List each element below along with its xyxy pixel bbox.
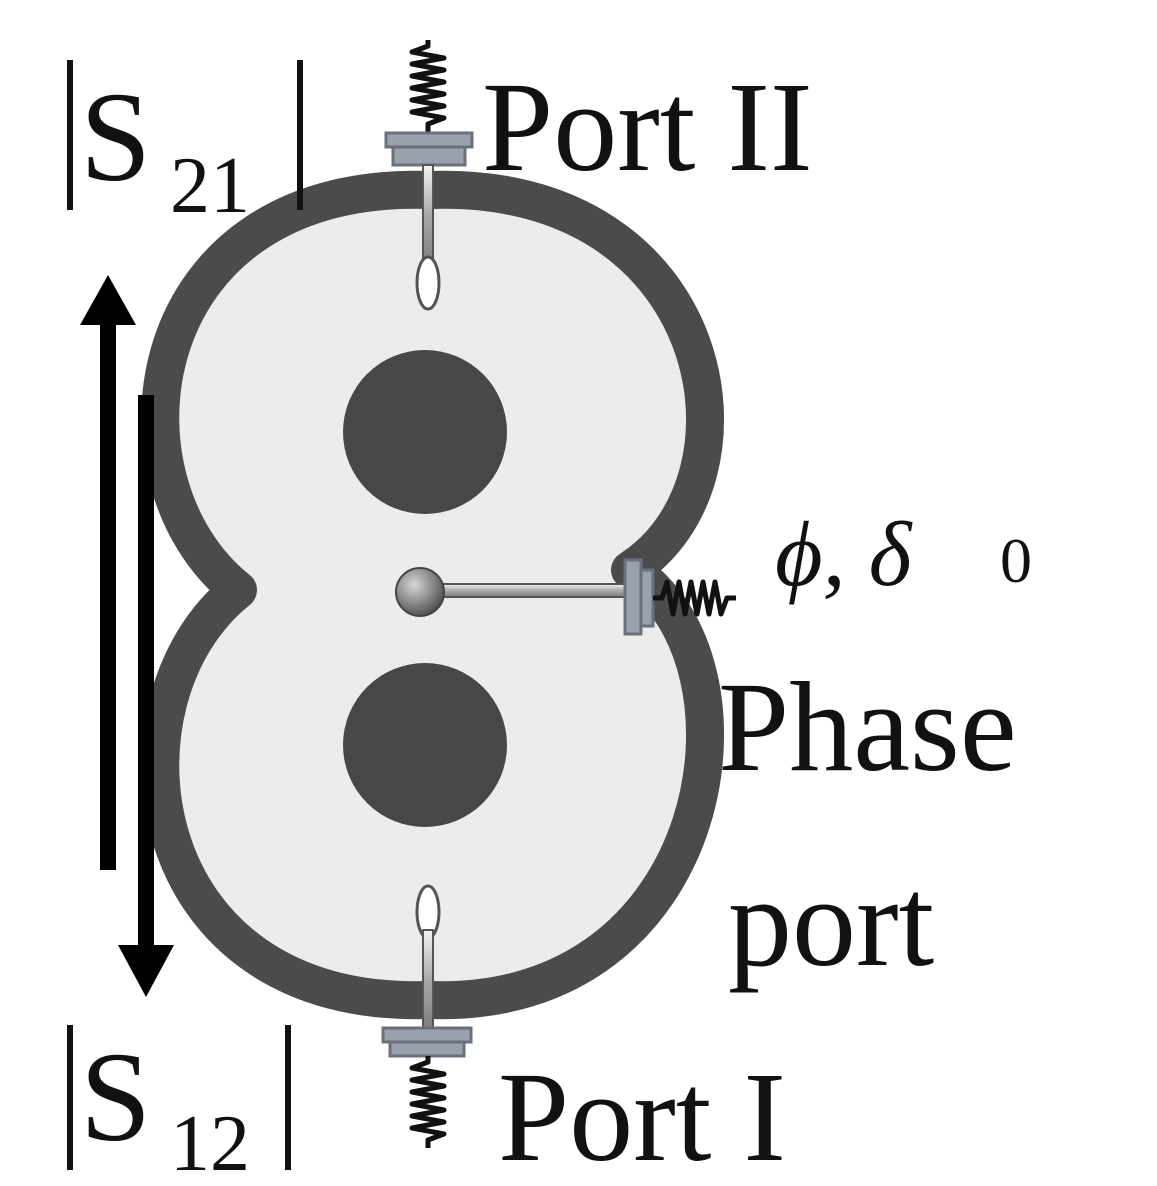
s21-main: S [80, 66, 151, 208]
port-i-coupler [381, 884, 473, 1148]
down-arrow-head [118, 945, 174, 997]
phase-probe-ball [395, 567, 445, 617]
phase-symbols: ϕ, δ [775, 503, 913, 605]
phase-port-spring [653, 579, 736, 617]
up-arrow-head [80, 275, 136, 325]
port-ii-label: Port II [482, 56, 813, 198]
s21-subscript: 21 [170, 142, 250, 230]
phase-label-line2: port [728, 851, 934, 993]
delta-subscript: 0 [1000, 525, 1032, 596]
phase-label-line1: Phase [718, 656, 1017, 798]
transmission-arrows [80, 275, 174, 997]
phase-port-coupler [395, 558, 736, 636]
s12-main: S [80, 1026, 151, 1168]
lower-resonator-post [343, 663, 507, 827]
s12-subscript: 12 [170, 1100, 250, 1186]
port-i-label: Port I [498, 1046, 786, 1186]
s12-label: S 12 [67, 1025, 291, 1186]
upper-resonator-post [343, 350, 507, 514]
port-ii-coupler [384, 40, 474, 311]
port-ii-spring [409, 40, 447, 136]
port-i-spring [409, 1056, 447, 1148]
s21-label: S 21 [67, 60, 303, 230]
phase-parameters-label: ϕ, δ 0 [775, 503, 1032, 605]
